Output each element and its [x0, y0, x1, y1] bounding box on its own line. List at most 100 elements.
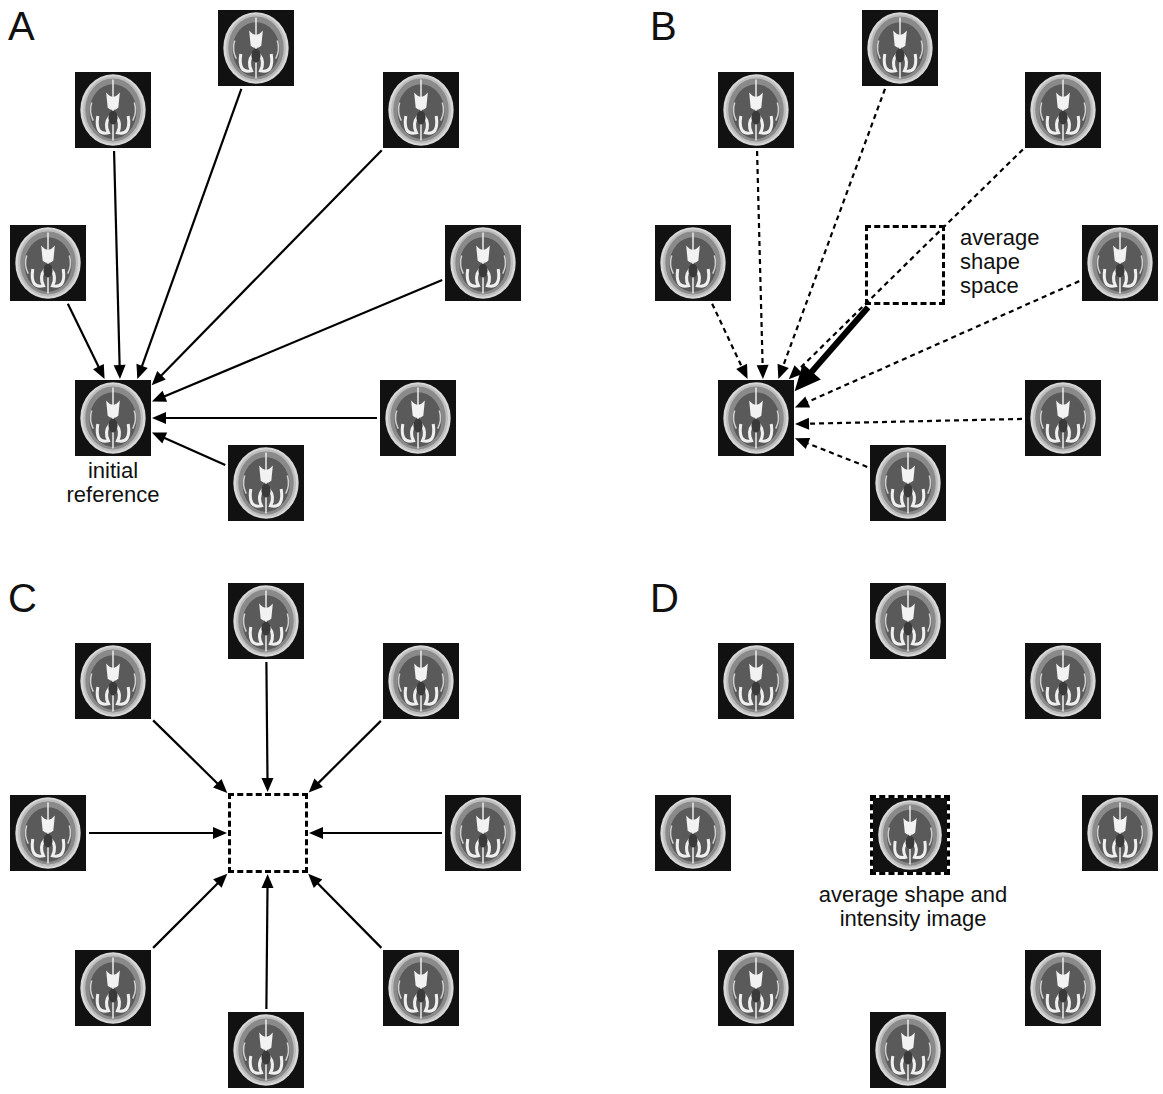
- arrow-connector: [309, 721, 381, 793]
- brain-thumbnail: [862, 10, 938, 86]
- brain-thumbnail: [75, 950, 151, 1026]
- arrowhead: [213, 827, 227, 839]
- brain-thumbnail: [1025, 950, 1101, 1026]
- arrowhead: [757, 365, 769, 379]
- brain-thumbnail: [1025, 72, 1101, 148]
- brain-thumbnail: [75, 72, 151, 148]
- average-space-box: [228, 793, 308, 873]
- connector-line: [806, 443, 867, 467]
- connector-line: [807, 419, 1022, 424]
- brain-image: [228, 583, 304, 659]
- brain-image: [380, 380, 456, 456]
- connector-line: [163, 437, 225, 465]
- panel-letter: A: [8, 6, 35, 46]
- arrow-connector: [795, 418, 1022, 430]
- brain-image: [1025, 950, 1101, 1026]
- brain-thumbnail: initial reference: [75, 380, 151, 456]
- brain-thumbnail: [718, 72, 794, 148]
- brain-image: [383, 950, 459, 1026]
- arrowhead: [114, 365, 126, 379]
- brain-image: [228, 1012, 304, 1088]
- arrowhead: [778, 364, 789, 379]
- brain-image: [870, 445, 946, 521]
- brain-thumbnail: [1025, 380, 1101, 456]
- brain-thumbnail: [383, 950, 459, 1026]
- panel-letter: C: [8, 578, 37, 618]
- arrow-connector: [153, 874, 227, 948]
- arrow-connector: [261, 874, 273, 1009]
- node-label: average shape space: [960, 226, 1060, 299]
- arrowhead: [795, 364, 821, 391]
- brain-thumbnail: [655, 225, 731, 301]
- connector-line: [757, 151, 763, 367]
- connector-line: [317, 882, 382, 948]
- brain-image: [228, 445, 304, 521]
- brain-thumbnail: [218, 10, 294, 86]
- panel-letter: B: [650, 6, 677, 46]
- brain-image: [718, 380, 794, 456]
- connector-line: [712, 304, 742, 369]
- average-image: average shape and intensity image: [870, 795, 950, 875]
- brain-image: [862, 10, 938, 86]
- brain-image: [445, 225, 521, 301]
- arrowhead: [795, 418, 809, 430]
- connector-line: [266, 662, 267, 780]
- arrow-connector: [153, 720, 227, 793]
- average-space-box: average shape space: [865, 225, 945, 305]
- brain-image: [718, 950, 794, 1026]
- connector-line: [317, 721, 381, 784]
- arrowhead: [795, 438, 810, 449]
- arrow-connector: [795, 438, 867, 467]
- brain-image: [718, 643, 794, 719]
- connector-line: [153, 720, 219, 784]
- arrowhead: [152, 371, 166, 385]
- brain-image: [655, 225, 731, 301]
- arrowhead: [261, 778, 273, 792]
- arrow-connector: [712, 304, 747, 379]
- arrow-connector: [68, 304, 105, 379]
- brain-thumbnail: [718, 950, 794, 1026]
- brain-thumbnail: [228, 583, 304, 659]
- brain-image: [75, 643, 151, 719]
- brain-image: [1025, 72, 1101, 148]
- brain-thumbnail: [1082, 795, 1158, 871]
- arrow-connector: [114, 151, 126, 379]
- brain-image: [870, 1012, 946, 1088]
- arrowhead: [93, 364, 105, 379]
- brain-thumbnail: [870, 1012, 946, 1088]
- arrowhead: [795, 396, 810, 407]
- connector-line: [164, 417, 377, 419]
- brain-image: [1082, 795, 1158, 871]
- brain-thumbnail: [445, 795, 521, 871]
- brain-image: [218, 10, 294, 86]
- brain-image: [75, 72, 151, 148]
- connector-line: [810, 307, 868, 373]
- brain-image: [873, 798, 947, 872]
- connector-line: [153, 882, 219, 948]
- brain-image: [10, 795, 86, 871]
- arrowhead: [309, 827, 323, 839]
- brain-thumbnail: [445, 225, 521, 301]
- connector-line: [782, 89, 885, 368]
- arrowhead: [213, 874, 227, 888]
- brain-image: [75, 380, 151, 456]
- brain-thumbnail: [10, 225, 86, 301]
- brain-thumbnail: [75, 643, 151, 719]
- arrowhead: [261, 874, 273, 888]
- connector-line: [266, 886, 267, 1009]
- brain-image: [75, 950, 151, 1026]
- brain-thumbnail: [380, 380, 456, 456]
- connector-line: [163, 280, 442, 397]
- brain-thumbnail: [870, 583, 946, 659]
- brain-image: [655, 795, 731, 871]
- arrow-connector: [136, 89, 241, 379]
- brain-image: [383, 72, 459, 148]
- arrowhead: [152, 412, 166, 424]
- brain-image: [10, 225, 86, 301]
- brain-image: [1082, 225, 1158, 301]
- arrow-connector: [309, 827, 442, 839]
- brain-image: [1025, 643, 1101, 719]
